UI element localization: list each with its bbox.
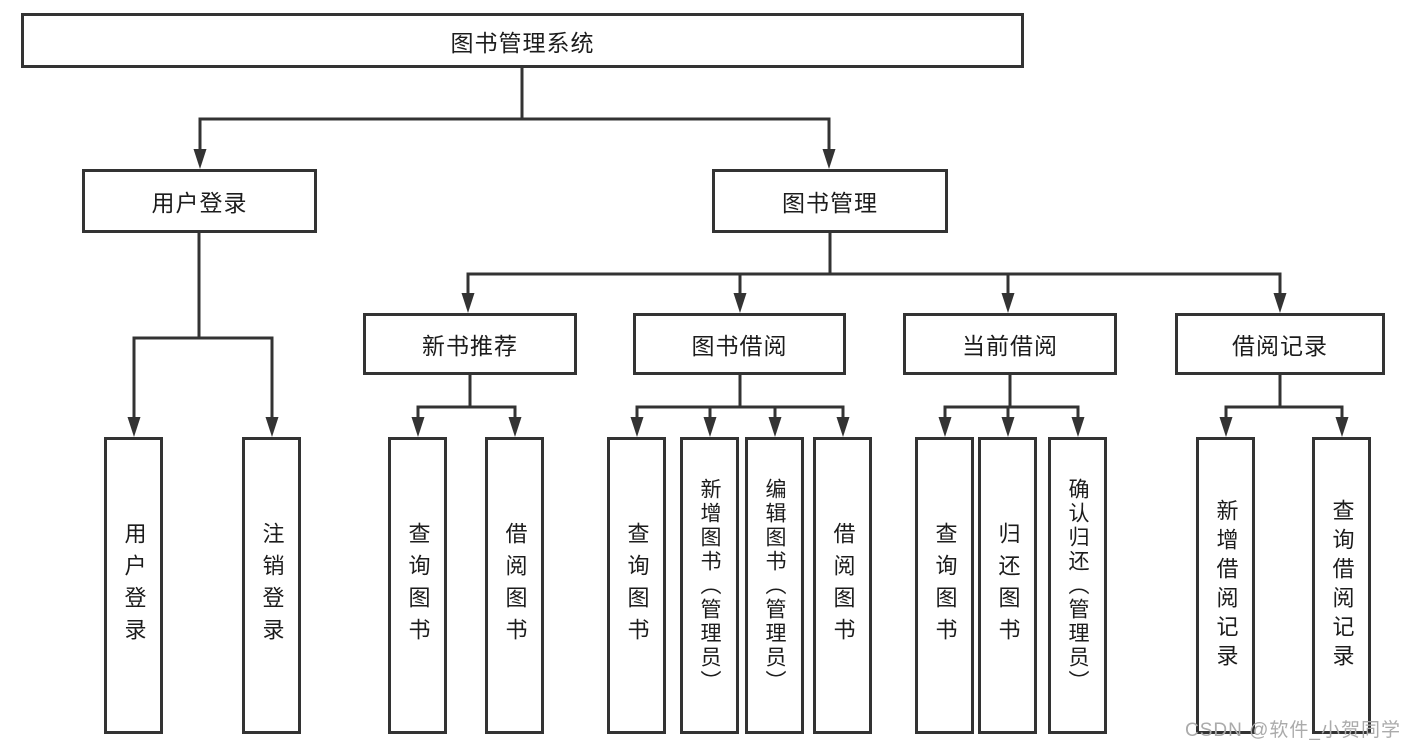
- node-borrow-records: 借阅记录: [1175, 313, 1385, 375]
- leaf-query-books-current: 查询图书: [915, 437, 974, 734]
- node-new-book-recommend: 新书推荐: [363, 313, 577, 375]
- leaf-return-book: 归还图书: [978, 437, 1037, 734]
- leaf-query-books-borrow: 查询图书: [607, 437, 666, 734]
- leaf-borrow-books-borrow: 借阅图书: [813, 437, 872, 734]
- leaf-confirm-return-admin: 确认归还（管理员）: [1048, 437, 1107, 734]
- node-book-borrow: 图书借阅: [633, 313, 846, 375]
- leaf-user-login: 用户登录: [104, 437, 163, 734]
- leaf-logout: 注销登录: [242, 437, 301, 734]
- leaf-edit-book-admin: 编辑图书（管理员）: [745, 437, 804, 734]
- node-current-borrow: 当前借阅: [903, 313, 1117, 375]
- leaf-query-books-recommend: 查询图书: [388, 437, 447, 734]
- watermark-text: CSDN @软件_小贺同学: [1185, 720, 1401, 741]
- node-book-management: 图书管理: [712, 169, 948, 233]
- leaf-query-borrow-record: 查询借阅记录: [1312, 437, 1371, 734]
- leaf-add-book-admin: 新增图书（管理员）: [680, 437, 739, 734]
- node-root: 图书管理系统: [21, 13, 1024, 68]
- leaf-add-borrow-record: 新增借阅记录: [1196, 437, 1255, 734]
- leaf-borrow-books-recommend: 借阅图书: [485, 437, 544, 734]
- node-user-login: 用户登录: [82, 169, 317, 233]
